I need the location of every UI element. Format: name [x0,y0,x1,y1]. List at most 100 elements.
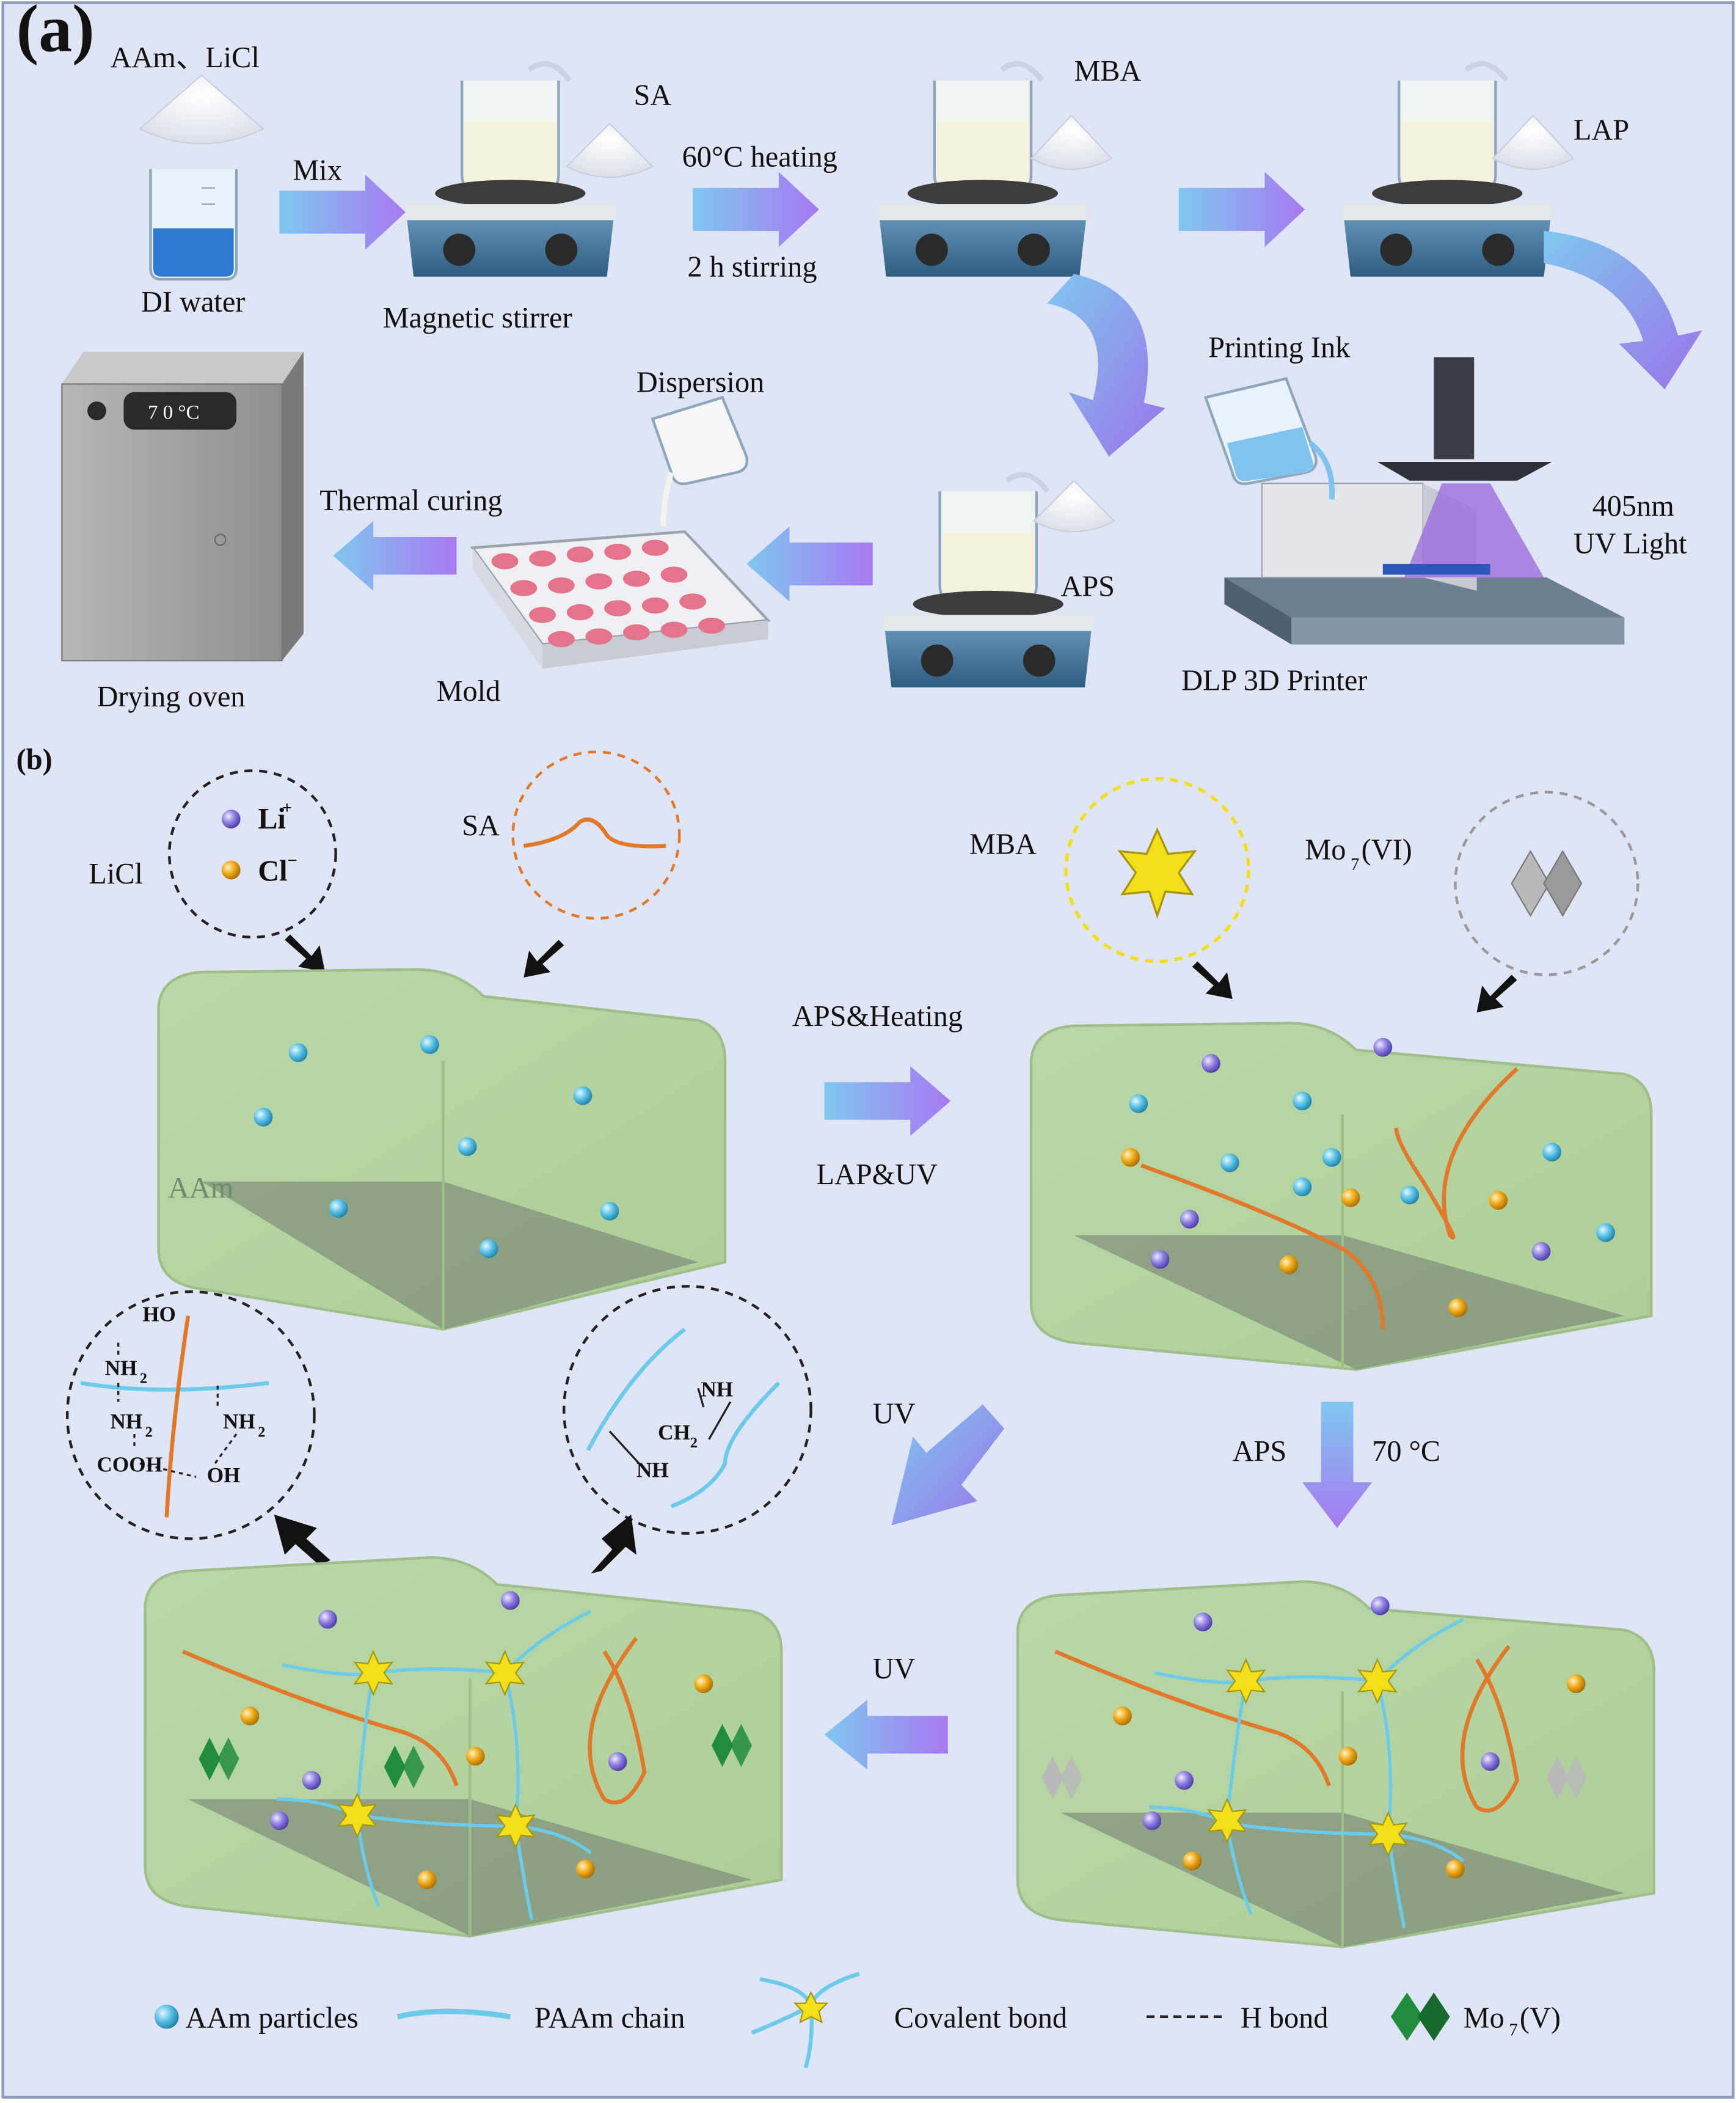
sa-label-a: SA [634,79,672,111]
aam-particle [458,1137,477,1157]
covalent-circle [563,1285,812,1535]
li-charge: + [282,799,292,818]
aps-heating-arrow [824,1066,951,1136]
mo7-vi-crystal-icon [1511,850,1583,917]
li-ion [1202,1054,1220,1073]
ho-text: HO [142,1302,176,1326]
lap-powder [1492,114,1575,170]
hydrogel-box-4 [1016,1580,1655,1948]
li-ion [302,1771,321,1790]
sa-circle [511,750,681,920]
aam-particle [1220,1153,1239,1172]
mba-crosslink-star [484,1650,525,1697]
h-bond-sa-chain [164,1315,191,1518]
mix-label: Mix [293,154,342,186]
mba-crosslink-star [1357,1658,1398,1705]
curved-arrow-to-printer [1544,230,1702,390]
arrow-to-mold [746,526,873,602]
cl-ion [417,1870,437,1889]
aps-label-b: APS [1233,1435,1287,1468]
aam-particle [600,1201,619,1221]
aam-particle [420,1035,439,1055]
mo7-v-crystal [199,1737,239,1780]
mold-plate [470,530,771,669]
nh-top-text: NH [701,1377,733,1401]
li-ion [318,1609,337,1629]
cov-chain-2 [670,1381,781,1509]
di-water-beaker [149,169,238,281]
nh2-b-sub: 2 [145,1424,153,1440]
magnetic-stirrer-label: Magnetic stirrer [383,302,572,334]
cl-ion [1566,1674,1586,1694]
nh2-a-sub: 2 [140,1370,147,1386]
sa-chain-icon [523,817,666,849]
legend: AAm particles PAAm chain Covalent bond H… [154,1972,1561,2069]
li-ion [1531,1242,1551,1261]
mo7-vi-label-sub: 7 [1351,855,1359,874]
cl-ion [1183,1851,1202,1871]
li-ion [269,1811,289,1831]
mba-label-a: MBA [1074,55,1141,87]
cl-ion [694,1674,713,1694]
aam-particle [1129,1094,1148,1113]
mix-arrow [279,174,406,250]
legend-aam-particles: AAm particles [186,2002,359,2034]
aam-particle [1542,1143,1562,1161]
cooh-text: COOH [97,1453,162,1477]
uv-label-top: UV [873,1397,916,1430]
cl-ion [1279,1255,1299,1275]
cl-symbol: Cl [258,855,287,888]
ch2-sub: 2 [690,1435,698,1451]
li-ion [1150,1249,1170,1269]
li-ion [500,1591,520,1610]
legend-covalent-bond: Covalent bond [894,2002,1067,2034]
mo7-v-crystal [384,1745,425,1789]
aps-label-a: APS [1060,571,1115,603]
cl-ion [1341,1188,1360,1207]
heating-arrow [693,172,819,247]
cl-ion [1446,1859,1465,1879]
hydrogel-box-1 [157,968,727,1331]
aam-particle [573,1086,593,1105]
aam-particle [288,1043,308,1062]
drying-oven-label: Drying oven [97,681,245,713]
legend-mo7v-tail: (V) [1520,2002,1561,2034]
li-ion [1481,1752,1500,1771]
arrow-mo-into-box [1476,975,1517,1012]
mba-crosslink-star [1225,1658,1266,1705]
oh-text: OH [207,1463,241,1487]
legend-mo7v-sub: 7 [1509,2021,1517,2040]
mba-label-b: MBA [969,828,1037,861]
h-bond-paam-chain [80,1381,269,1392]
nh2-c-text: NH [223,1410,255,1433]
mba-crosslink-star [337,1792,377,1839]
nh-bottom-text: NH [636,1458,669,1482]
aps-powder [1032,480,1116,533]
lap-uv-label: LAP&UV [816,1158,938,1191]
legend-h-bond: H bond [1241,2002,1329,2034]
aam-particle [1293,1177,1312,1197]
hydrogel-box-3 [144,1556,783,1938]
arrow-to-lap [1178,172,1305,247]
panel-b-label: (b) [16,744,53,776]
mba-star-icon [1117,827,1197,919]
temp-label: 70 °C [1372,1435,1440,1468]
heating-label: 60°C heating [682,141,837,173]
aps-heating-label: APS&Heating [792,1000,963,1033]
cl-ion [1338,1747,1358,1766]
cov-chain-1 [586,1327,687,1451]
li-ion [1370,1596,1390,1615]
oven-display: 7 0 °C [148,402,200,424]
drying-oven [61,351,304,662]
mold-label: Mold [436,675,500,708]
h-bond-circle [65,1290,316,1540]
panel-a-label: (a) [16,0,95,66]
thermal-curing-arrow [333,521,457,591]
mba-crosslink-star [495,1802,536,1849]
cl-ion [240,1706,260,1725]
cl-ion [1121,1147,1140,1167]
mo7-vi-label-main: Mo [1305,833,1346,866]
lap-label: LAP [1574,114,1629,147]
panel-a: (a) AAm、LiCl DI water Mix [16,0,1702,713]
